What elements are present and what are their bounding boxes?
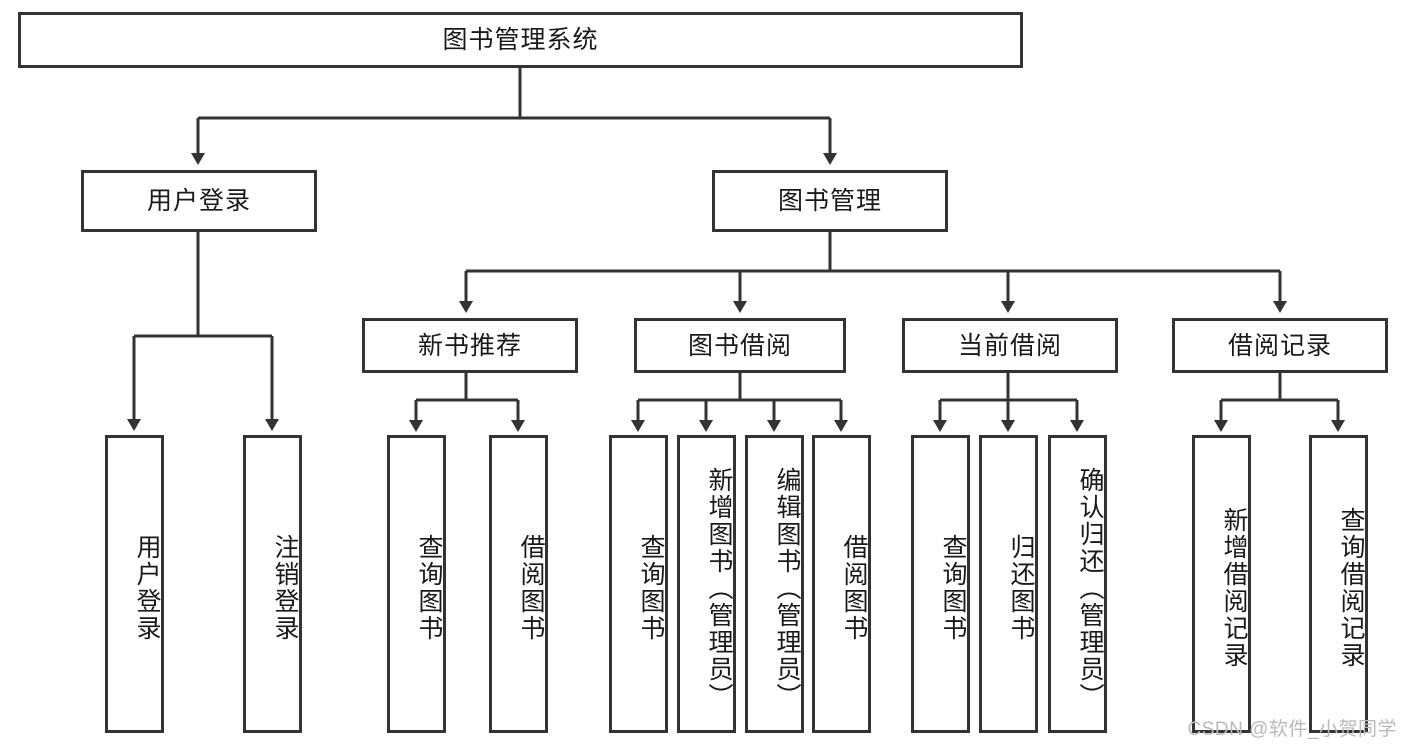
node-label: 查询图书: [415, 534, 443, 642]
node-book-borrow[interactable]: 图书借阅: [634, 318, 846, 373]
node-book-management[interactable]: 图书管理: [712, 170, 948, 232]
node-label: 用户登录: [133, 534, 161, 642]
node-leaf-user-login[interactable]: 用户登录: [105, 435, 164, 733]
node-label: 查询借阅记录: [1337, 507, 1365, 669]
node-label: 用户登录: [146, 187, 251, 215]
node-leaf-return-book[interactable]: 归还图书: [979, 435, 1038, 733]
node-borrow-record[interactable]: 借阅记录: [1172, 318, 1388, 373]
node-label: 编辑图书（管理员）: [773, 466, 801, 710]
node-label: 借阅图书: [840, 534, 868, 642]
node-leaf-confirm-return-admin[interactable]: 确认归还（管理员）: [1048, 435, 1107, 733]
node-label: 新增借阅记录: [1220, 507, 1248, 669]
node-new-book-recommend[interactable]: 新书推荐: [362, 318, 578, 373]
node-current-borrow[interactable]: 当前借阅: [902, 318, 1118, 373]
node-label: 图书管理: [777, 187, 882, 215]
node-label: 新增图书（管理员）: [705, 466, 733, 710]
node-label: 归还图书: [1007, 534, 1035, 642]
node-leaf-query-book-current[interactable]: 查询图书: [911, 435, 970, 733]
node-leaf-edit-book-admin[interactable]: 编辑图书（管理员）: [745, 435, 804, 733]
node-label: 图书借阅: [687, 331, 792, 360]
node-label: 查询图书: [939, 534, 967, 642]
node-leaf-query-book-borrow[interactable]: 查询图书: [609, 435, 668, 733]
node-label: 借阅记录: [1227, 331, 1332, 360]
node-label: 确认归还（管理员）: [1076, 466, 1104, 710]
node-leaf-query-book-recommend[interactable]: 查询图书: [387, 435, 446, 733]
node-leaf-borrow-book-recommend[interactable]: 借阅图书: [489, 435, 548, 733]
node-label: 借阅图书: [517, 534, 545, 642]
node-label: 查询图书: [637, 534, 665, 642]
node-leaf-add-borrow-record[interactable]: 新增借阅记录: [1192, 435, 1251, 733]
node-label: 当前借阅: [957, 331, 1062, 360]
node-root-book-management-system[interactable]: 图书管理系统: [18, 12, 1023, 68]
node-label: 注销登录: [271, 534, 299, 642]
node-leaf-logout[interactable]: 注销登录: [243, 435, 302, 733]
csdn-watermark: CSDN @软件_小贺同学: [1187, 719, 1397, 740]
node-user-login[interactable]: 用户登录: [81, 170, 317, 232]
node-label: 新书推荐: [417, 331, 522, 360]
node-label: 图书管理系统: [442, 26, 599, 54]
node-leaf-borrow-book[interactable]: 借阅图书: [812, 435, 871, 733]
node-leaf-add-book-admin[interactable]: 新增图书（管理员）: [677, 435, 736, 733]
node-leaf-query-borrow-record[interactable]: 查询借阅记录: [1309, 435, 1368, 733]
